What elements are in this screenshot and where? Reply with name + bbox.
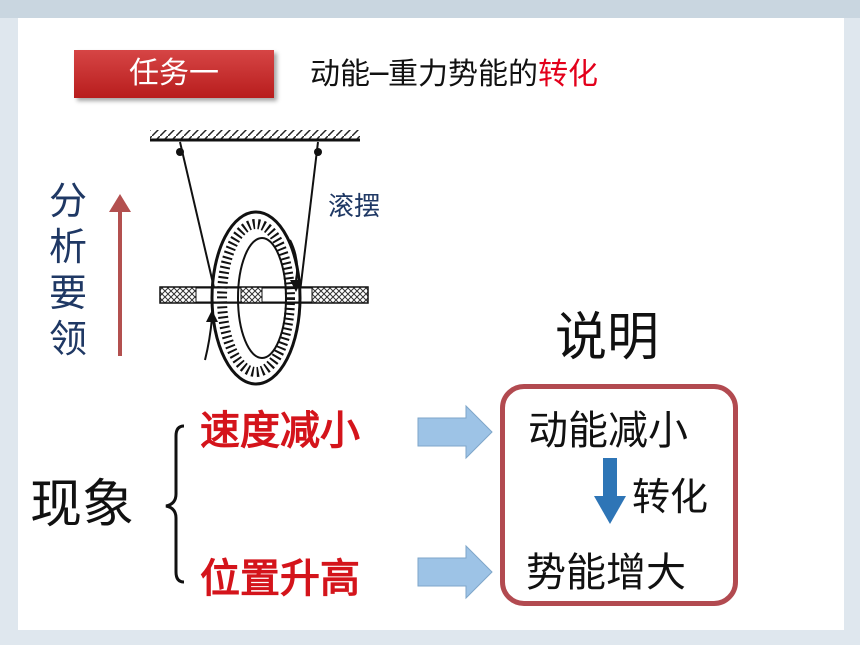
roll-pendulum-label: 滚摆 xyxy=(328,192,381,222)
title-main: 动能─重力势能的 xyxy=(310,57,539,92)
slide-canvas xyxy=(18,18,844,630)
task-label-badge: 任务一 xyxy=(74,50,274,98)
explanation-box xyxy=(500,384,738,606)
title-highlight: 转化 xyxy=(538,57,599,92)
page-title: 动能─重力势能的转化 xyxy=(310,54,598,96)
right-arrow-icon xyxy=(417,544,493,600)
vertical-char: 领 xyxy=(48,317,87,361)
roll-wheel xyxy=(204,210,302,386)
right-arrow-icon xyxy=(417,404,493,460)
background-stripe xyxy=(0,0,860,18)
kinetic-decrease-text: 动能减小 xyxy=(528,408,688,454)
phenomenon-label: 现象 xyxy=(30,475,135,535)
position-rise-text: 位置升高 xyxy=(200,556,360,602)
down-arrow-icon xyxy=(594,458,626,524)
speed-decrease-text: 速度减小 xyxy=(200,408,360,454)
axle xyxy=(159,286,369,304)
explanation-title: 说明 xyxy=(555,308,660,368)
potential-increase-text: 势能增大 xyxy=(526,550,686,596)
up-arrow-icon xyxy=(109,194,131,356)
vertical-char: 析 xyxy=(48,225,87,269)
pendulum-strings xyxy=(176,141,322,293)
phenomenon-bracket xyxy=(165,424,185,584)
ceiling-support xyxy=(150,130,360,142)
vertical-char: 分 xyxy=(48,179,87,223)
analysis-points-label: 分 析 要 领 xyxy=(44,178,92,362)
conversion-text: 转化 xyxy=(632,475,709,519)
vertical-char: 要 xyxy=(48,271,87,315)
